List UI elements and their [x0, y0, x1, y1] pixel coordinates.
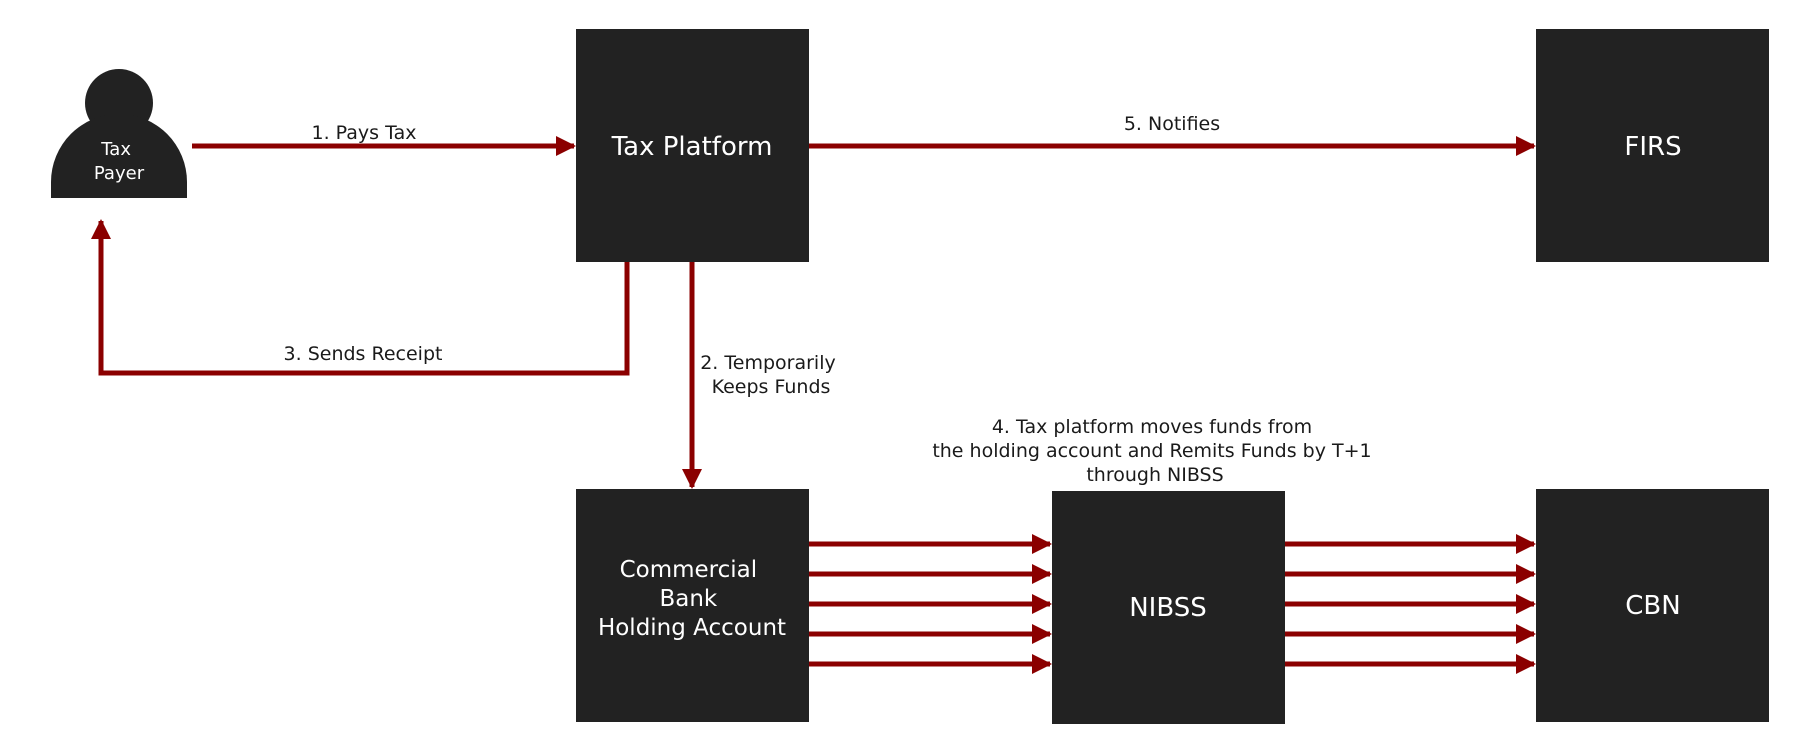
- pays-tax-label: 1. Pays Tax: [312, 122, 417, 144]
- remit-funds-label: 4. Tax platform moves funds from the hol…: [932, 416, 1377, 486]
- remit-funds-label-line: through NIBSS: [1086, 464, 1223, 486]
- remit-funds-label-line: 4. Tax platform moves funds from: [992, 416, 1312, 438]
- holding-account-label: Commercial Bank Holding Account: [598, 557, 786, 641]
- holding-account-label-line: Commercial: [620, 557, 758, 583]
- nibss-box: [1052, 491, 1285, 724]
- tax-payer-label-line: Payer: [94, 163, 145, 184]
- nibss-label: NIBSS: [1129, 593, 1207, 623]
- keeps-funds-label-line: Keeps Funds: [712, 376, 831, 398]
- tax-payer-label-line: Tax: [100, 139, 131, 160]
- firs-box: [1536, 29, 1769, 262]
- cbn-box: [1536, 489, 1769, 722]
- firs-label: FIRS: [1624, 132, 1681, 162]
- cbn-label: CBN: [1625, 591, 1680, 621]
- keeps-funds-label-line: 2. Temporarily: [700, 352, 836, 374]
- tax-platform-box: [576, 29, 809, 262]
- tax-platform-label: Tax Platform: [611, 132, 773, 162]
- person-icon: [51, 69, 187, 198]
- sends-receipt-arrow: [91, 219, 630, 376]
- notifies-label: 5. Notifies: [1124, 113, 1220, 135]
- remit-funds-label-line: the holding account and Remits Funds by …: [932, 440, 1371, 462]
- sends-receipt-label: 3. Sends Receipt: [284, 343, 443, 365]
- holding-account-label-line: Holding Account: [598, 615, 786, 641]
- holding-account-label-line: Bank: [659, 586, 717, 612]
- keeps-funds-label: 2. Temporarily Keeps Funds: [700, 352, 842, 398]
- holding-account-box: [576, 489, 809, 722]
- tax-payer-label: Tax Payer: [94, 139, 145, 184]
